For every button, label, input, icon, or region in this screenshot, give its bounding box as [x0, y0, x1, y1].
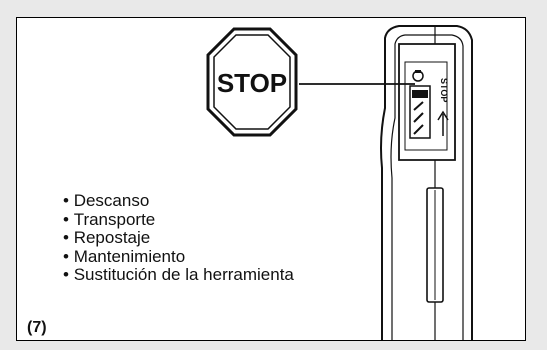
figure-frame: STOP STOP Descanso Transporte Repostaje … [16, 17, 526, 341]
instruction-list: Descanso Transporte Repostaje Mantenimie… [63, 191, 294, 285]
tool-handle-illustration: STOP STOP [206, 25, 473, 340]
figure-label: (7) [27, 319, 47, 336]
list-item: Mantenimiento [63, 247, 294, 267]
handle-inner-contour [390, 34, 464, 340]
list-item: Repostaje [63, 228, 294, 248]
list-item: Transporte [63, 210, 294, 230]
switch-stop-label: STOP [439, 78, 449, 102]
list-item: Sustitución de la herramienta [63, 265, 294, 285]
stop-sign-text: STOP [217, 68, 287, 98]
list-item: Descanso [63, 191, 294, 211]
up-arrow-icon [437, 110, 449, 136]
stop-switch [409, 70, 431, 139]
stop-sign: STOP [206, 27, 298, 137]
